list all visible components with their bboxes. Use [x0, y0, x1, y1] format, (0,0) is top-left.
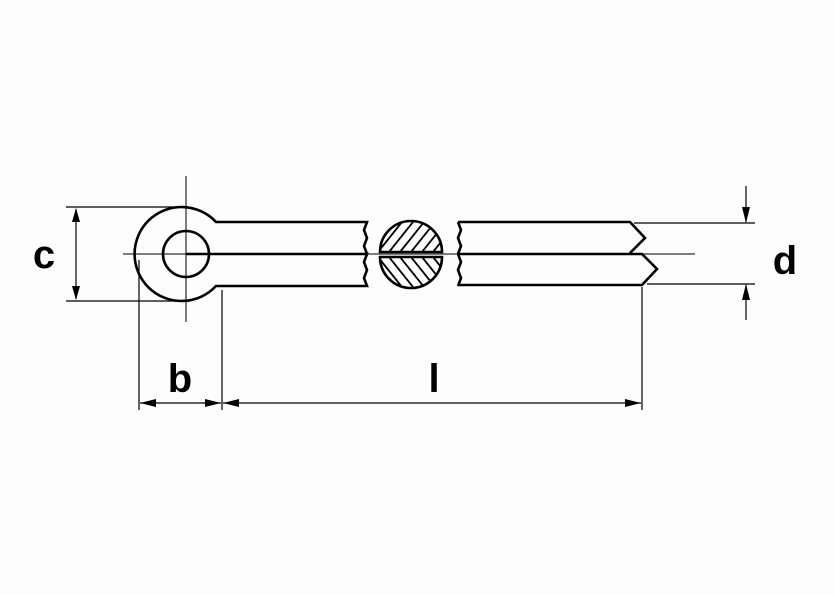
label-d: d: [773, 239, 797, 283]
pin-shaft-right: [456, 220, 659, 287]
pin-cross-section: [378, 219, 444, 290]
dimension-l: l: [223, 357, 641, 407]
label-c: c: [33, 233, 55, 277]
extension-lines: [66, 206, 755, 410]
pin-shaft-left: [186, 220, 369, 288]
dimension-d: d: [742, 186, 797, 320]
dimension-b: b: [140, 357, 221, 407]
label-l: l: [428, 357, 439, 401]
dimension-c: c: [33, 208, 80, 300]
label-b: b: [168, 357, 192, 401]
